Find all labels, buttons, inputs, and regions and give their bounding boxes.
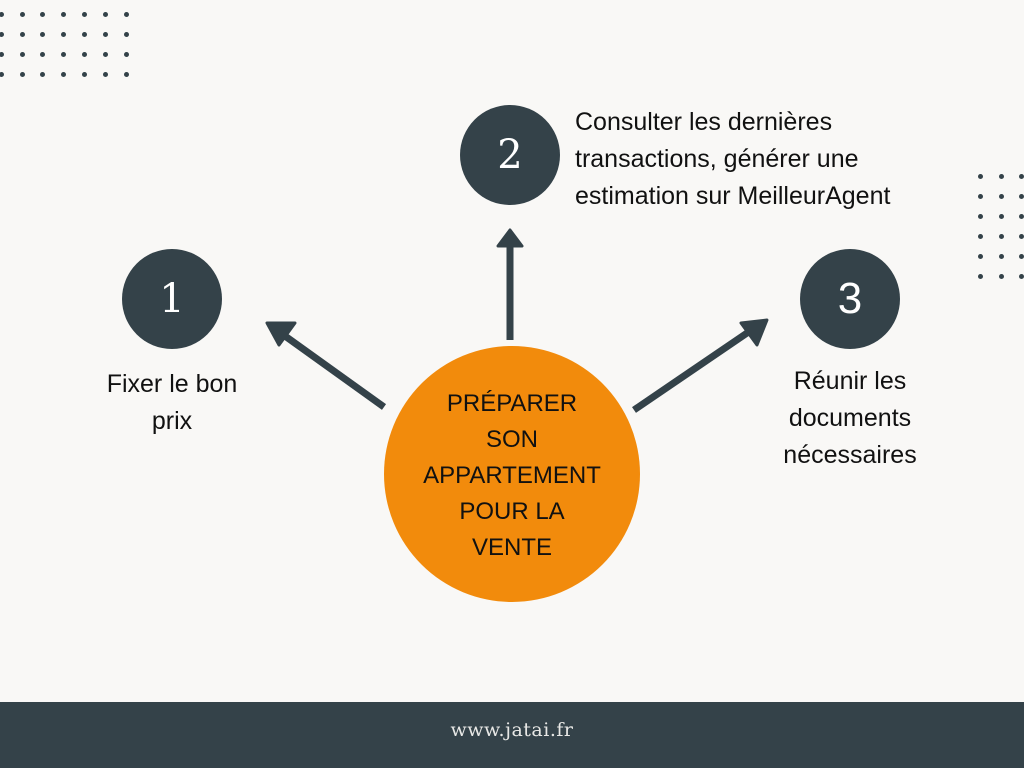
step-2-label-line: estimation sur MeilleurAgent: [575, 182, 891, 210]
arrow-to-step-2: [496, 228, 524, 340]
dot: [0, 71, 4, 77]
dot: [19, 11, 25, 17]
dot: [998, 233, 1004, 239]
dot: [81, 51, 87, 57]
dot: [977, 273, 983, 279]
dot: [81, 71, 87, 77]
dot: [81, 31, 87, 37]
dot: [998, 193, 1004, 199]
dot: [0, 11, 4, 17]
dot: [19, 31, 25, 37]
dot: [19, 71, 25, 77]
center-topic-text: PRÉPARER SON APPARTEMENT POUR LA VENTE: [397, 382, 627, 566]
dot: [977, 173, 983, 179]
dot: [102, 31, 108, 37]
dot: [0, 31, 4, 37]
step-3-number: 3: [837, 274, 863, 323]
dot: [102, 11, 108, 17]
dot: [39, 51, 45, 57]
step-3-label-line: documents: [788, 404, 912, 432]
dot: [123, 71, 129, 77]
dot: [60, 31, 66, 37]
step-2-number: 2: [497, 132, 523, 178]
step-3-number-badge: 3: [800, 249, 900, 349]
step-3-label-line: Réunir les: [793, 367, 907, 395]
dot: [977, 193, 983, 199]
dot: [998, 253, 1004, 259]
center-topic-circle: PRÉPARER SON APPARTEMENT POUR LA VENTE: [384, 346, 640, 602]
dot: [123, 51, 129, 57]
dot: [1018, 173, 1024, 179]
dot: [977, 253, 983, 259]
step-1-label-line: Fixer le bon: [106, 370, 238, 398]
footer-bar: www.jatai.fr: [0, 702, 1024, 768]
dot: [39, 31, 45, 37]
step-2-label: Consulter les dernières transactions, gé…: [575, 104, 975, 215]
arrow-to-step-1: [265, 321, 387, 410]
step-3-label: Réunir les documents nécessaires: [750, 363, 950, 474]
step-2-label-line: transactions, générer une: [575, 145, 859, 173]
dot: [1018, 213, 1024, 219]
step-1-number-badge: 1: [122, 249, 222, 349]
step-2-number-badge: 2: [460, 105, 560, 205]
footer-website-link[interactable]: www.jatai.fr: [450, 719, 574, 741]
dot: [102, 51, 108, 57]
dot: [1018, 233, 1024, 239]
dot: [81, 11, 87, 17]
dot: [998, 173, 1004, 179]
dot: [60, 11, 66, 17]
center-topic-line: PRÉPARER: [446, 390, 578, 417]
center-topic-line: APPARTEMENT: [423, 462, 601, 489]
step-1-number: 1: [159, 276, 185, 322]
dot: [998, 273, 1004, 279]
dot: [977, 233, 983, 239]
step-2-label-line: Consulter les dernières: [575, 108, 833, 136]
dot: [60, 51, 66, 57]
dot: [123, 11, 129, 17]
dot: [998, 213, 1004, 219]
dot: [39, 71, 45, 77]
center-topic-line: SON: [485, 426, 538, 453]
center-topic-line: VENTE: [471, 534, 552, 561]
dot: [0, 51, 4, 57]
dot: [1018, 253, 1024, 259]
dot: [19, 51, 25, 57]
dot: [102, 71, 108, 77]
arrow-to-step-3: [632, 318, 769, 413]
step-1-label-line: prix: [151, 407, 193, 435]
dot: [977, 213, 983, 219]
step-3-label-line: nécessaires: [783, 441, 917, 469]
center-topic-line: POUR LA: [459, 498, 565, 525]
dot: [39, 11, 45, 17]
dot: [60, 71, 66, 77]
dot: [1018, 193, 1024, 199]
dot: [123, 31, 129, 37]
dot: [1018, 273, 1024, 279]
step-1-label: Fixer le bon prix: [72, 366, 272, 440]
